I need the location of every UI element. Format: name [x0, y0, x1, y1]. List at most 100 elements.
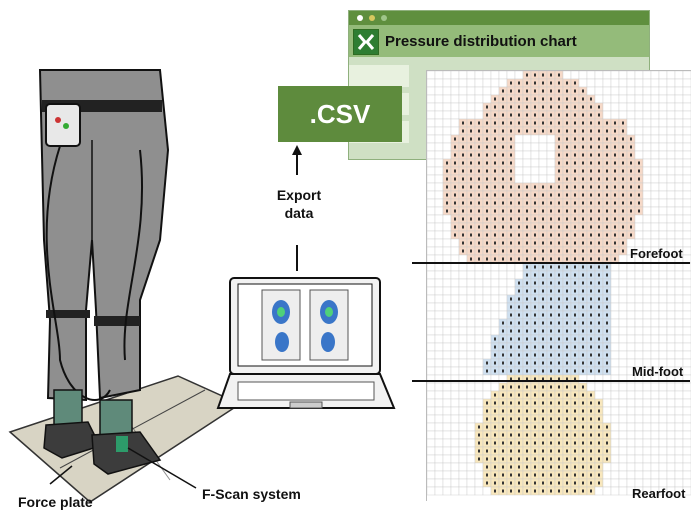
grid-value-mark [502, 241, 504, 245]
grid-cell [514, 174, 524, 184]
grid-value-mark [574, 81, 576, 85]
grid-cell [474, 358, 484, 368]
grid-cell [642, 406, 652, 416]
grid-value-mark [622, 153, 624, 157]
grid-value-mark [534, 409, 536, 413]
grid-cell [674, 126, 684, 136]
grid-value-mark [486, 473, 488, 477]
grid-cell [482, 302, 492, 312]
grid-cell [474, 70, 484, 80]
grid-value-mark [582, 353, 584, 357]
grid-value-mark [582, 249, 584, 253]
grid-cell [434, 158, 444, 168]
grid-value-mark [582, 297, 584, 301]
grid-cell [442, 94, 452, 104]
grid-value-mark [542, 393, 544, 397]
grid-value-mark [550, 209, 552, 213]
grid-cell [474, 318, 484, 328]
grid-value-mark [566, 345, 568, 349]
grid-cell [682, 206, 692, 216]
grid-cell [426, 182, 436, 192]
grid-value-mark [606, 457, 608, 461]
grid-cell [434, 126, 444, 136]
grid-cell [610, 302, 620, 312]
grid-value-mark [510, 297, 512, 301]
grid-value-mark [526, 401, 528, 405]
grid-cell [442, 342, 452, 352]
grid-value-mark [518, 377, 520, 381]
grid-cell [434, 478, 444, 488]
grid-cell [658, 438, 668, 448]
grid-cell [482, 270, 492, 280]
grid-value-mark [550, 281, 552, 285]
grid-value-mark [518, 217, 520, 221]
grid-value-mark [542, 217, 544, 221]
grid-cell [442, 126, 452, 136]
grid-cell [658, 118, 668, 128]
grid-value-mark [502, 137, 504, 141]
grid-cell [466, 390, 476, 400]
grid-cell [426, 446, 436, 456]
grid-cell [442, 246, 452, 256]
grid-cell [482, 382, 492, 392]
grid-cell [434, 286, 444, 296]
grid-cell [650, 126, 660, 136]
grid-value-mark [574, 313, 576, 317]
grid-value-mark [590, 105, 592, 109]
grid-value-mark [510, 153, 512, 157]
grid-value-mark [534, 265, 536, 269]
forefoot-label: Forefoot [630, 246, 683, 261]
grid-cell [650, 262, 660, 272]
grid-cell [458, 398, 468, 408]
grid-cell [458, 262, 468, 272]
grid-cell [650, 470, 660, 480]
grid-cell [610, 390, 620, 400]
grid-cell [650, 270, 660, 280]
grid-cell [602, 382, 612, 392]
grid-value-mark [638, 161, 640, 165]
grid-value-mark [638, 201, 640, 205]
grid-value-mark [542, 425, 544, 429]
grid-value-mark [470, 193, 472, 197]
grid-value-mark [558, 257, 560, 261]
grid-value-mark [550, 393, 552, 397]
grid-value-mark [502, 321, 504, 325]
grid-value-mark [582, 281, 584, 285]
grid-value-mark [510, 161, 512, 165]
grid-cell [682, 382, 692, 392]
grid-cell [490, 294, 500, 304]
grid-cell [482, 342, 492, 352]
grid-value-mark [566, 401, 568, 405]
grid-value-mark [598, 353, 600, 357]
grid-value-mark [542, 489, 544, 493]
grid-cell [674, 350, 684, 360]
grid-value-mark [606, 121, 608, 125]
grid-cell [650, 390, 660, 400]
grid-value-mark [630, 217, 632, 221]
grid-cell [666, 190, 676, 200]
grid-cell [642, 142, 652, 152]
grid-cell [634, 310, 644, 320]
grid-cell [466, 478, 476, 488]
grid-cell [666, 70, 676, 80]
grid-value-mark [502, 129, 504, 133]
grid-cell [546, 134, 556, 144]
grid-value-mark [558, 249, 560, 253]
grid-value-mark [598, 265, 600, 269]
grid-value-mark [606, 161, 608, 165]
grid-cell [682, 438, 692, 448]
grid-cell [450, 238, 460, 248]
grid-value-mark [542, 369, 544, 373]
grid-cell [442, 406, 452, 416]
grid-value-mark [494, 137, 496, 141]
grid-cell [482, 318, 492, 328]
grid-cell [450, 446, 460, 456]
grid-value-mark [638, 185, 640, 189]
grid-cell [442, 350, 452, 360]
grid-value-mark [582, 273, 584, 277]
grid-cell [466, 310, 476, 320]
grid-value-mark [502, 105, 504, 109]
grid-cell [674, 86, 684, 96]
grid-value-mark [518, 409, 520, 413]
grid-value-mark [574, 345, 576, 349]
